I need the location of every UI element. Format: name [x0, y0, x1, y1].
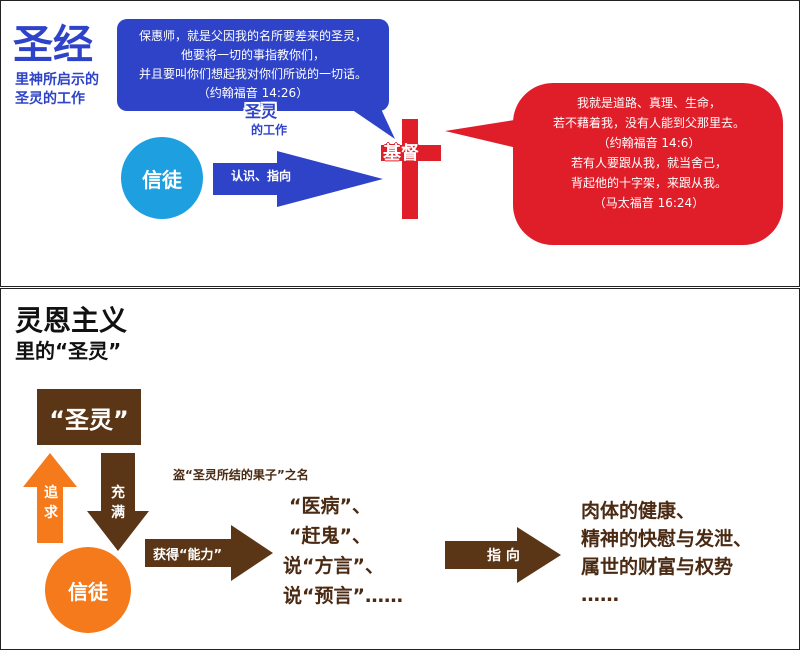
- blue-bubble-text: 保惠师，就是父因我的名所要差来的圣灵， 他要将一切的事指教你们， 并且要叫你们想…: [117, 27, 389, 103]
- result-item-4: ……: [581, 584, 619, 606]
- fill-label-2: 满: [111, 505, 125, 521]
- red-bubble-line-3: （约翰福音 14:6）: [597, 136, 701, 150]
- believer-circle-charismatic: 信徒: [45, 547, 131, 633]
- fill-down-arrow: [87, 453, 149, 551]
- bible-subtitle-line1: 里神所启示的: [15, 72, 99, 88]
- point-to-arrow: [445, 527, 561, 583]
- cross-icon: [381, 119, 441, 219]
- red-speech-bubble: [445, 83, 783, 245]
- blue-arrow-label: 认识、指向: [231, 169, 292, 183]
- charismatic-title-line2: 里的“圣灵”: [15, 339, 122, 363]
- red-bubble-line-1: 我就是道路、真理、生命，: [576, 96, 721, 110]
- blue-bubble-line-3: 并且要叫你们想起我对你们所说的一切话。: [138, 67, 367, 81]
- power-item-4: 说“预言”……: [283, 585, 403, 607]
- results-list: 肉体的健康、 精神的快慰与发泄、 属世的财富与权势 ……: [581, 497, 752, 609]
- fill-label-1: 充: [111, 485, 125, 501]
- blue-bubble-ref: （约翰福音 14:26）: [197, 86, 309, 100]
- spirit-work-label-line1: 圣灵: [245, 102, 278, 121]
- bible-panel: 圣经 里神所启示的 圣灵的工作 保惠师，就是父因我的名所要差来的圣灵， 他要将一…: [0, 0, 800, 287]
- believer-circle: 信徒: [121, 137, 203, 219]
- gain-power-label: 获得“能力”: [153, 548, 223, 563]
- spirit-work-label-line2: 的工作: [251, 123, 288, 137]
- bible-subtitle-line2: 圣灵的工作: [15, 91, 85, 107]
- spirit-box: “圣灵”: [37, 389, 141, 445]
- charismatic-panel: 灵恩主义 里的“圣灵” “圣灵” 追 求 充 满 盗“圣灵所结的果子”之名 信徒…: [0, 288, 800, 650]
- red-bubble-line-6: （马太福音 16:24）: [593, 196, 705, 210]
- blue-arrow: [213, 151, 383, 207]
- point-to-label: 指 向: [487, 548, 520, 564]
- result-item-1: 肉体的健康、: [581, 500, 696, 522]
- power-item-2: “赶鬼”、: [289, 525, 371, 547]
- charismatic-title-line1: 灵恩主义: [15, 304, 128, 337]
- result-item-3: 属世的财富与权势: [581, 556, 734, 578]
- result-item-2: 精神的快慰与发泄、: [581, 528, 753, 550]
- seek-label-1: 追: [44, 485, 58, 501]
- christ-label: 基督: [383, 143, 419, 164]
- power-item-3: 说“方言”、: [283, 555, 384, 577]
- fill-label: 充 满: [108, 483, 128, 523]
- seek-up-arrow: [23, 453, 77, 543]
- red-bubble-line-4: 若有人要跟从我，就当舍己，: [570, 156, 727, 170]
- red-bubble-line-5: 背起他的十字架，来跟从我。: [570, 176, 727, 190]
- gain-power-arrow: [145, 525, 273, 581]
- red-bubble-text: 我就是道路、真理、生命， 若不藉着我，没有人能到父那里去。 （约翰福音 14:6…: [515, 93, 783, 213]
- blue-bubble-line-1: 保惠师，就是父因我的名所要差来的圣灵，: [138, 29, 367, 43]
- power-item-1: “医病”、: [289, 495, 371, 517]
- powers-list: “医病”、 “赶鬼”、 说“方言”、 说“预言”……: [283, 491, 403, 611]
- bible-title: 圣经: [13, 22, 93, 68]
- blue-speech-bubble: [117, 19, 395, 139]
- seek-label-2: 求: [44, 505, 58, 521]
- blue-bubble-line-2: 他要将一切的事指教你们，: [180, 48, 325, 62]
- seek-label: 追 求: [41, 483, 61, 523]
- steal-note: 盗“圣灵所结的果子”之名: [173, 468, 309, 482]
- red-bubble-line-2: 若不藉着我，没有人能到父那里去。: [552, 116, 745, 130]
